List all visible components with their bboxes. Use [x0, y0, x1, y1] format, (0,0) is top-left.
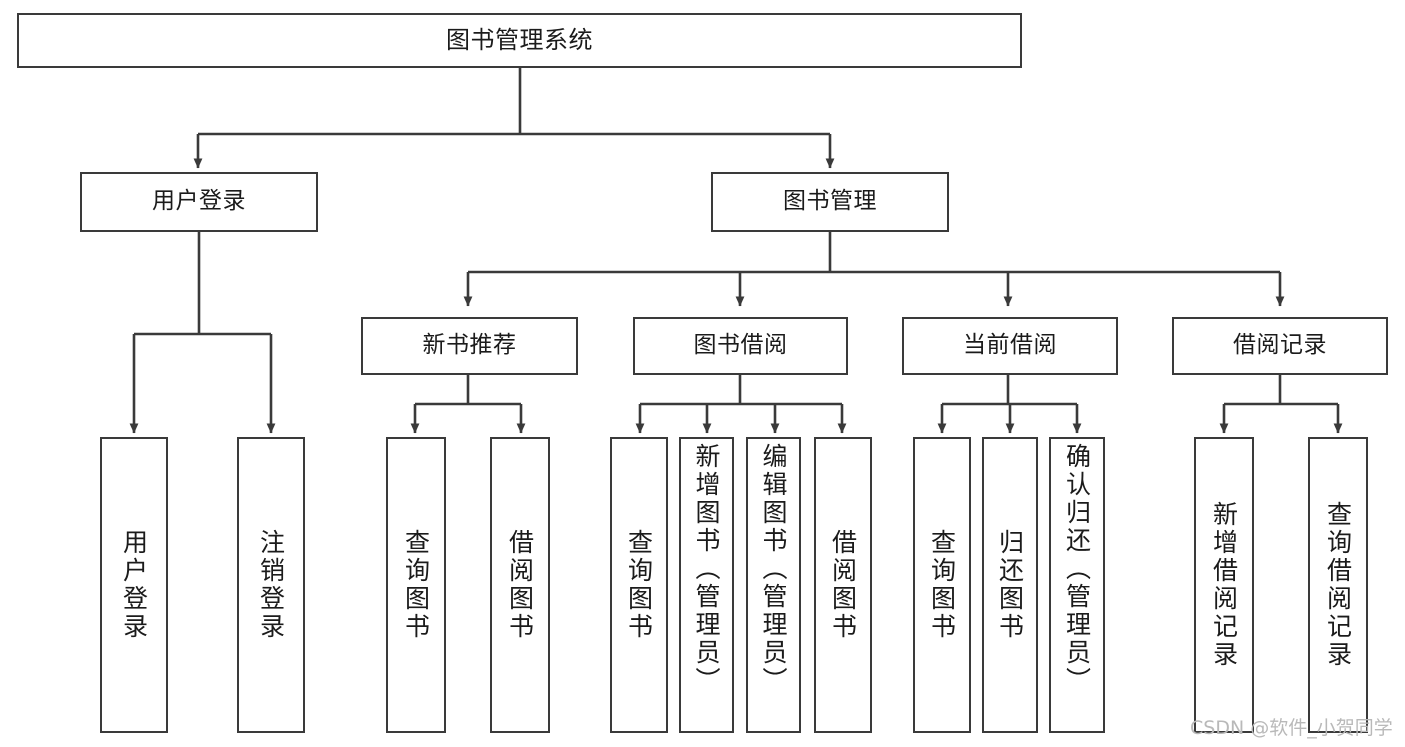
- node-leaf-confirm-return-admin-label: 确认归还（管理员）: [1062, 443, 1092, 695]
- node-leaf-edit-book-admin[interactable]: 编辑图书（管理员）: [746, 437, 801, 733]
- node-current-borrow[interactable]: 当前借阅: [902, 317, 1118, 375]
- node-new-book-recommend-label: 新书推荐: [422, 332, 517, 359]
- node-leaf-return-book-label: 归还图书: [995, 529, 1025, 641]
- node-new-book-recommend[interactable]: 新书推荐: [361, 317, 578, 375]
- node-leaf-edit-book-admin-label: 编辑图书（管理员）: [759, 443, 788, 695]
- node-leaf-query-book-2[interactable]: 查询图书: [610, 437, 668, 733]
- node-leaf-add-borrow-record-label: 新增借阅记录: [1209, 501, 1239, 669]
- node-user-login[interactable]: 用户登录: [80, 172, 318, 232]
- node-leaf-borrow-book-1[interactable]: 借阅图书: [490, 437, 550, 733]
- node-user-login-label: 用户登录: [152, 188, 246, 215]
- node-leaf-query-book-1-label: 查询图书: [401, 529, 431, 641]
- node-book-borrow[interactable]: 图书借阅: [633, 317, 848, 375]
- node-leaf-borrow-book-2[interactable]: 借阅图书: [814, 437, 872, 733]
- node-book-borrow-label: 图书借阅: [693, 332, 788, 359]
- node-leaf-user-login-label: 用户登录: [119, 529, 149, 641]
- node-leaf-query-book-3[interactable]: 查询图书: [913, 437, 971, 733]
- node-leaf-query-borrow-record[interactable]: 查询借阅记录: [1308, 437, 1368, 733]
- node-leaf-add-book-admin[interactable]: 新增图书（管理员）: [679, 437, 734, 733]
- node-book-management-label: 图书管理: [783, 188, 877, 215]
- node-leaf-logout-login-label: 注销登录: [256, 529, 286, 641]
- node-leaf-borrow-book-1-label: 借阅图书: [505, 529, 535, 641]
- node-current-borrow-label: 当前借阅: [963, 332, 1057, 359]
- node-leaf-borrow-book-2-label: 借阅图书: [828, 529, 858, 641]
- node-leaf-query-book-2-label: 查询图书: [624, 529, 654, 641]
- node-book-management[interactable]: 图书管理: [711, 172, 949, 232]
- node-root-system[interactable]: 图书管理系统: [17, 13, 1022, 68]
- node-leaf-logout-login[interactable]: 注销登录: [237, 437, 305, 733]
- node-leaf-query-book-1[interactable]: 查询图书: [386, 437, 446, 733]
- node-leaf-return-book[interactable]: 归还图书: [982, 437, 1038, 733]
- node-leaf-confirm-return-admin[interactable]: 确认归还（管理员）: [1049, 437, 1105, 733]
- node-leaf-add-borrow-record[interactable]: 新增借阅记录: [1194, 437, 1254, 733]
- node-leaf-user-login[interactable]: 用户登录: [100, 437, 168, 733]
- csdn-watermark: CSDN @软件_小贺同学: [1190, 717, 1393, 739]
- node-leaf-add-book-admin-label: 新增图书（管理员）: [692, 443, 721, 695]
- node-leaf-query-borrow-record-label: 查询借阅记录: [1323, 501, 1353, 669]
- node-root-label: 图书管理系统: [446, 26, 593, 55]
- node-leaf-query-book-3-label: 查询图书: [927, 529, 957, 641]
- node-borrow-record-label: 借阅记录: [1233, 332, 1327, 359]
- node-borrow-record[interactable]: 借阅记录: [1172, 317, 1388, 375]
